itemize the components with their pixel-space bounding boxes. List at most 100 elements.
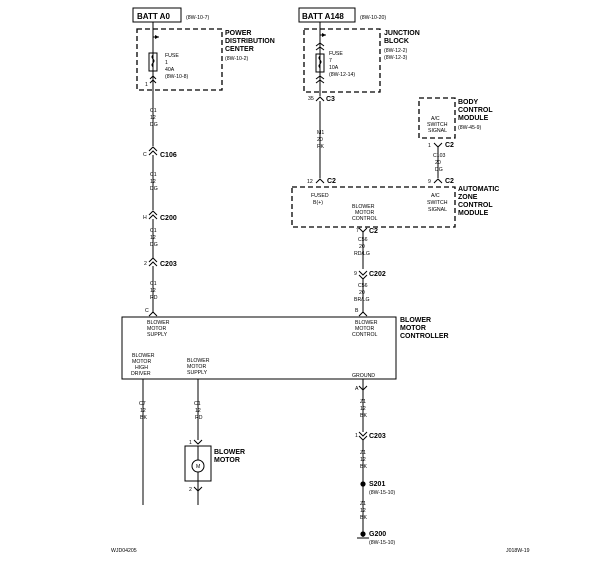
- bmc-pin-c: C: [145, 308, 149, 314]
- batt-a0-label: BATT A0: [137, 12, 170, 21]
- c203b-pin: 1: [355, 433, 358, 439]
- jb-conn: C3: [326, 96, 335, 103]
- svg-text:12: 12: [150, 179, 156, 185]
- c203a-pin: 2: [144, 261, 147, 267]
- svg-text:20: 20: [359, 244, 365, 250]
- pdc-fuse-num: 1: [165, 60, 168, 66]
- s201-label: S201: [369, 481, 385, 488]
- azc-title-1: AUTOMATIC: [458, 186, 499, 193]
- svg-text:12: 12: [360, 508, 366, 514]
- bmc-pin-b: B: [355, 308, 359, 314]
- azc-pin-bottom: 7: [356, 228, 359, 234]
- pdc-ref: (8W-10-2): [225, 56, 249, 62]
- svg-text:MOTOR: MOTOR: [187, 364, 206, 370]
- svg-text:SWITCH: SWITCH: [427, 200, 448, 206]
- c203a-label: C203: [160, 261, 177, 268]
- svg-text:20: 20: [359, 290, 365, 296]
- svg-text:CONTROL: CONTROL: [352, 332, 377, 338]
- svg-text:DG: DG: [150, 122, 158, 128]
- svg-text:BLOWER: BLOWER: [355, 320, 378, 326]
- svg-text:DG: DG: [150, 242, 158, 248]
- footer-left-code: WJD04205: [111, 548, 137, 554]
- svg-text:C1: C1: [150, 228, 157, 234]
- jb-outline: [303, 28, 381, 93]
- svg-text:A/C: A/C: [431, 116, 440, 122]
- bcm-ref: (8W-45-9): [458, 125, 482, 131]
- motor-pin-bottom: 2: [189, 487, 192, 493]
- svg-text:MOTOR: MOTOR: [147, 326, 166, 332]
- bcm-conn: C2: [445, 142, 454, 149]
- svg-text:Z1: Z1: [360, 450, 366, 456]
- svg-text:BLOWER: BLOWER: [132, 353, 155, 359]
- jb-title-1: JUNCTION: [384, 30, 420, 37]
- pdc-title-2: DISTRIBUTION: [225, 38, 275, 45]
- svg-text:M1: M1: [317, 130, 324, 136]
- c203b-label: C203: [369, 433, 386, 440]
- azc-pin-top-left: 12: [307, 179, 313, 185]
- motor-title-2: MOTOR: [214, 457, 240, 464]
- azc-pin-top-right: 9: [428, 179, 431, 185]
- svg-text:SIGNAL: SIGNAL: [428, 128, 447, 134]
- bmc-title-2: MOTOR: [400, 325, 426, 332]
- c202-label: C202: [369, 271, 386, 278]
- svg-text:RD: RD: [195, 415, 203, 421]
- svg-text:C103: C103: [433, 153, 446, 159]
- bcm-pin: 1: [428, 143, 431, 149]
- svg-text:BLOWER: BLOWER: [187, 358, 210, 364]
- batt-a148-ref: (8W-10-20): [360, 15, 386, 21]
- svg-text:CONTROL: CONTROL: [352, 216, 377, 222]
- svg-text:12: 12: [360, 406, 366, 412]
- c106-label: C106: [160, 152, 177, 159]
- bcm-title-2: CONTROL: [458, 107, 493, 114]
- svg-text:C1: C1: [150, 108, 157, 114]
- bmc-pin-a: A: [355, 386, 359, 392]
- g200-ref: (8W-15-10): [369, 540, 395, 546]
- svg-text:20: 20: [435, 160, 441, 166]
- jb-title-2: BLOCK: [384, 38, 409, 45]
- svg-text:12: 12: [195, 408, 201, 414]
- jb-fuse-amps: 10A: [329, 65, 339, 71]
- c200-pin: H: [143, 215, 147, 221]
- jb-ref-1: (8W-12-2): [384, 48, 408, 54]
- svg-text:DRIVER: DRIVER: [131, 371, 151, 377]
- svg-text:BK: BK: [360, 464, 367, 470]
- svg-text:BK: BK: [360, 515, 367, 521]
- svg-text:C56: C56: [358, 237, 368, 243]
- svg-text:20: 20: [317, 137, 323, 143]
- g200-ground-dot: [360, 531, 366, 537]
- batt-a0-ref: (8W-10-7): [186, 15, 210, 21]
- jb-fuse-num: 7: [329, 58, 332, 64]
- svg-text:12: 12: [150, 288, 156, 294]
- bcm-outline: [418, 97, 456, 139]
- motor-pin-top: 1: [189, 440, 192, 446]
- bmc-outline: [121, 316, 397, 380]
- azc-conn-bottom: C2: [369, 228, 378, 235]
- bcm-title-1: BODY: [458, 99, 479, 106]
- motor-title-1: BLOWER: [214, 449, 245, 456]
- svg-text:C7: C7: [139, 401, 146, 407]
- svg-text:MOTOR: MOTOR: [355, 210, 374, 216]
- azc-title-2: ZONE: [458, 194, 478, 201]
- batt-a148-label: BATT A148: [302, 12, 344, 21]
- c200-label: C200: [160, 215, 177, 222]
- svg-text:DG: DG: [150, 186, 158, 192]
- pdc-fuse-symbol: [148, 52, 158, 72]
- svg-text:MOTOR: MOTOR: [355, 326, 374, 332]
- svg-text:BK: BK: [360, 413, 367, 419]
- svg-text:12: 12: [150, 115, 156, 121]
- bcm-title-3: MODULE: [458, 115, 489, 122]
- svg-text:C56: C56: [358, 283, 368, 289]
- jb-fuse-symbol: [315, 53, 325, 73]
- svg-text:12: 12: [150, 235, 156, 241]
- pdc-fuse-ref: (8W-10-8): [165, 74, 189, 80]
- pdc-fuse-amps: 40A: [165, 67, 175, 73]
- svg-text:DG: DG: [435, 167, 443, 173]
- svg-text:SUPPLY: SUPPLY: [187, 370, 208, 376]
- bmc-title-1: BLOWER: [400, 317, 431, 324]
- c202-pin: 9: [354, 271, 357, 277]
- svg-text:RD/LG: RD/LG: [354, 251, 370, 257]
- svg-text:GROUND: GROUND: [352, 373, 375, 379]
- pdc-title-3: CENTER: [225, 46, 254, 53]
- jb-fuse-ref: (8W-12-14): [329, 72, 355, 78]
